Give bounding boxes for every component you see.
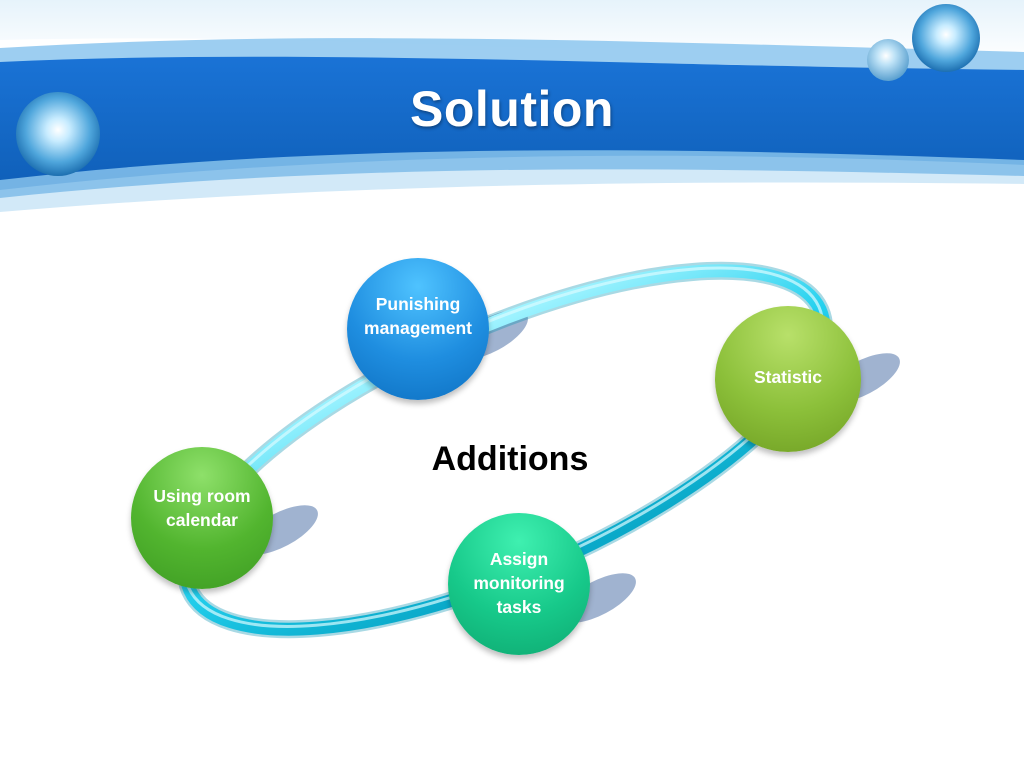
bubble-left-decoration [16, 92, 100, 176]
node-statistic: Statistic [715, 306, 861, 452]
bubble-right-large-decoration [912, 4, 980, 72]
node-label: Using room calendar [153, 486, 251, 530]
bubble-right-small-decoration [867, 39, 909, 81]
center-label: Additions [431, 440, 589, 478]
node-label: Assign monitoring tasks [473, 549, 565, 617]
slide-title: Solution [410, 81, 614, 137]
header-banner [0, 0, 1024, 215]
node-assign-monitoring-tasks: Assign monitoring tasks [448, 513, 590, 655]
node-label: Punishing management [364, 294, 472, 338]
node-using-room-calendar: Using room calendar [131, 447, 273, 589]
node-punishing-management: Punishing management [347, 258, 489, 400]
node-label: Statistic [753, 367, 823, 387]
